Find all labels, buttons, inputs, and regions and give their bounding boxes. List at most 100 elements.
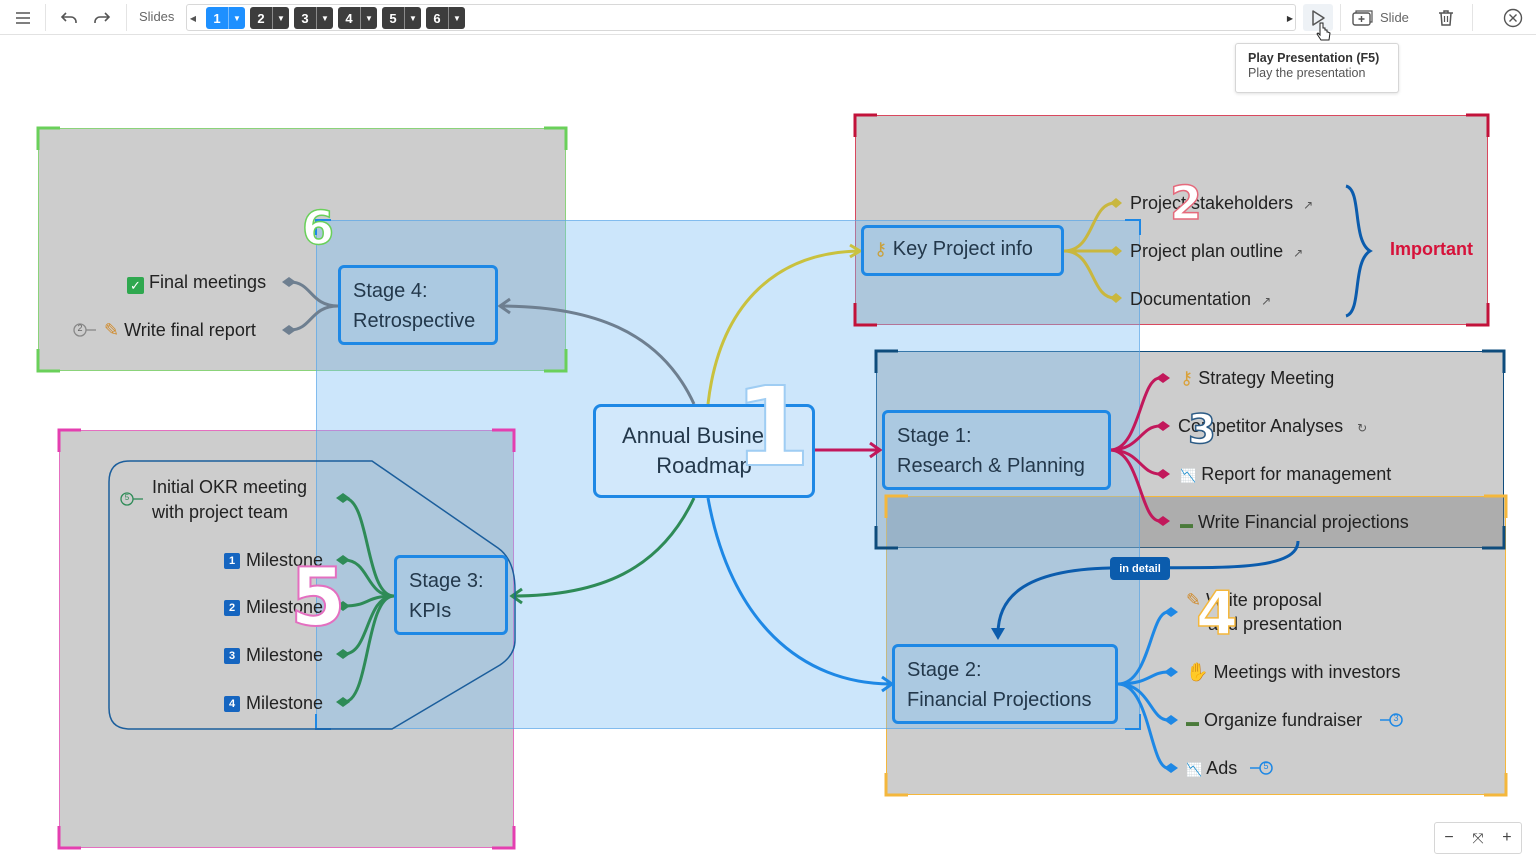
tooltip-description: Play the presentation [1248,66,1366,80]
trash-icon[interactable] [1434,4,1458,31]
chevron-down-icon[interactable]: ▼ [228,7,245,29]
external-link-icon[interactable]: ↗ [1303,198,1314,212]
leaf-project-stakeholders[interactable]: Project stakeholders↗ [1130,191,1313,217]
chevron-down-icon[interactable]: ▼ [448,7,465,29]
chart-down-icon: 📉 [1186,762,1203,777]
slide-tab-2[interactable]: 2▼ [250,7,289,29]
slide-frame-6[interactable] [38,128,566,371]
leaf-report-for-management[interactable]: 📉 Report for management [1180,462,1391,488]
chevron-down-icon[interactable]: ▼ [272,7,289,29]
money-icon: ▬ [1186,714,1199,729]
stage1-line2: Research & Planning [897,455,1085,477]
chart-down-icon: 📉 [1180,468,1197,483]
collapsed-count-badge[interactable]: 5 [1263,761,1269,771]
add-slide-button[interactable]: Slide [1352,4,1418,31]
stage3-line1: Stage 3: [409,570,484,592]
leaf-competitor-analyses[interactable]: Competitor Analyses ↻ [1178,414,1367,440]
money-icon: ▬ [1180,516,1193,531]
leaf-final-meetings[interactable]: ✓ Final meetings [127,270,266,294]
central-topic-line1: Annual Business [622,423,786,448]
leaf-label: Write Financial projections [1198,512,1409,532]
chevron-down-icon[interactable]: ▼ [316,7,333,29]
leaf-write-proposal[interactable]: ✎ Write proposal and presentation [1186,588,1342,636]
chevron-down-icon[interactable]: ▼ [404,7,421,29]
play-presentation-button[interactable] [1303,4,1333,31]
slide-tab-number: 6 [433,10,441,26]
stage2-line1: Stage 2: [907,659,982,681]
slide-tab-6[interactable]: 6▼ [426,7,465,29]
pencil-icon: ✎ [104,320,120,340]
leaf-label: Documentation [1130,289,1252,309]
number-badge-icon: 4 [224,696,240,712]
add-slide-label: Slide [1380,10,1409,25]
leaf-label: with project team [152,502,289,522]
checkbox-checked-icon: ✓ [127,277,144,294]
slide-tab-number: 3 [301,10,309,26]
scroll-left-icon[interactable]: ◀ [189,13,197,23]
collapsed-count-badge[interactable]: 5 [124,493,130,502]
redo-icon[interactable] [89,4,115,31]
leaf-ads[interactable]: 📉 Ads [1186,756,1237,782]
slide-tab-5[interactable]: 5▼ [382,7,421,29]
leaf-label: Ads [1206,758,1238,778]
leaf-label: Meetings with investors [1213,662,1401,682]
slide-number-4: 4 [1195,579,1238,649]
leaf-label: Competitor Analyses [1178,416,1344,436]
leaf-organize-fundraiser[interactable]: ▬ Organize fundraiser [1186,708,1362,734]
leaf-label: Milestone [246,550,324,570]
fit-icon[interactable]: ⤧ [1472,829,1484,846]
slide-tab-3[interactable]: 3▼ [294,7,333,29]
leaf-meetings-with-investors[interactable]: ✋ Meetings with investors [1186,660,1401,684]
stage1-line1: Stage 1: [897,425,972,447]
scroll-right-icon[interactable]: ▶ [1286,13,1294,23]
external-link-icon[interactable]: ↗ [1293,246,1304,260]
in-detail-link-label[interactable]: in detail [1110,557,1170,580]
collapsed-count-badge[interactable]: 3 [1393,713,1399,723]
zoom-in-button[interactable]: + [1502,829,1512,846]
leaf-label: Strategy Meeting [1198,368,1335,388]
leaf-strategy-meeting[interactable]: ⚷ Strategy Meeting [1180,366,1334,390]
slide-tab-4[interactable]: 4▼ [338,7,377,29]
hamburger-icon[interactable] [10,4,36,31]
slide-frame-3[interactable] [876,351,1504,548]
toolbar: Slides ◀ 1▼ 2▼ 3▼ 4▼ 5▼ 6▼ ▶ Slide [0,0,1536,35]
link-icon[interactable]: ↻ [1357,421,1368,435]
stage4-node[interactable]: Stage 4: Retrospective [338,265,498,345]
add-slide-icon [1352,9,1373,26]
slide-frame-5[interactable] [59,430,514,848]
cursor-icon [1316,22,1331,41]
close-icon[interactable] [1500,4,1526,31]
leaf-label: Initial OKR meeting [152,477,308,497]
toolbar-divider [1472,4,1473,31]
stage2-node[interactable]: Stage 2: Financial Projections [892,644,1118,724]
slide-tab-1[interactable]: 1▼ [206,7,245,29]
important-label[interactable]: Important [1390,239,1473,259]
leaf-write-financial-projections[interactable]: ▬ Write Financial projections [1180,510,1409,536]
stage4-line1: Stage 4: [353,280,428,302]
stage3-node[interactable]: Stage 3: KPIs [394,555,508,635]
slide-number-1: 1 [733,363,812,491]
stage4-line2: Retrospective [353,310,476,332]
slide-number-6: 6 [301,201,335,255]
slides-label: Slides [139,9,175,24]
chevron-down-icon[interactable]: ▼ [360,7,377,29]
leaf-initial-okr-meeting[interactable]: Initial OKR meeting with project team [152,475,307,525]
undo-icon[interactable] [56,4,82,31]
central-topic[interactable]: Annual Business Roadmap [593,404,815,498]
leaf-write-final-report[interactable]: ✎ Write final report [104,318,256,342]
key-project-info-node[interactable]: ⚷ Key Project info [861,225,1064,276]
stage1-node[interactable]: Stage 1: Research & Planning [882,410,1111,490]
leaf-documentation[interactable]: Documentation ↗ [1130,287,1271,313]
collapsed-count-badge[interactable]: 2 [77,323,83,333]
zoom-controls: − ⤧ + [1434,822,1522,854]
number-badge-icon: 3 [224,648,240,664]
stage3-line2: KPIs [409,600,452,622]
zoom-out-button[interactable]: − [1444,829,1454,846]
leaf-project-plan-outline[interactable]: Project plan outline↗ [1130,239,1303,265]
external-link-icon[interactable]: ↗ [1261,294,1272,308]
